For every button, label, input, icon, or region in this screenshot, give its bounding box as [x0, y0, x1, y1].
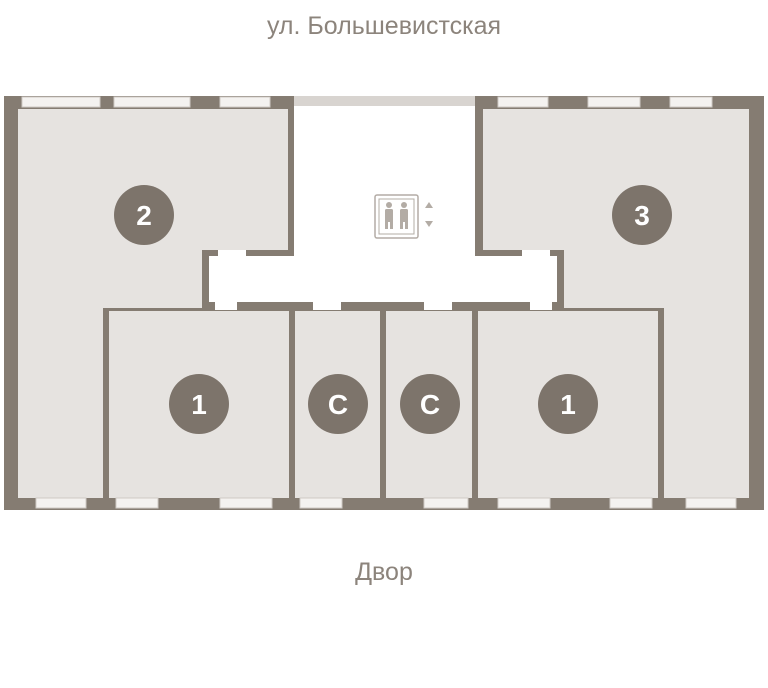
- yard-label: Двор: [355, 558, 413, 586]
- svg-text:1: 1: [560, 389, 576, 420]
- apartment-3[interactable]: [483, 109, 749, 498]
- door-upper-right: [522, 250, 550, 256]
- door-apartment-3: [530, 302, 552, 310]
- badge-studio-right: С: [400, 374, 460, 434]
- badge-apartment-3: 3: [612, 185, 672, 245]
- door-studio-right: [424, 302, 452, 310]
- door-upper-left: [218, 250, 246, 256]
- apartment-2[interactable]: [18, 109, 288, 498]
- svg-text:1: 1: [191, 389, 207, 420]
- windows-top: [21, 96, 713, 108]
- door-studio-left: [313, 302, 341, 310]
- badge-apartment-1-right: 1: [538, 374, 598, 434]
- windows-bottom: [35, 497, 737, 509]
- svg-text:С: С: [420, 389, 440, 420]
- svg-text:С: С: [328, 389, 348, 420]
- door-apartment-2: [215, 302, 237, 310]
- svg-text:2: 2: [136, 200, 152, 231]
- badge-apartment-1-left: 1: [169, 374, 229, 434]
- badge-studio-left: С: [308, 374, 368, 434]
- corridor-window: [294, 96, 475, 106]
- svg-text:3: 3: [634, 200, 650, 231]
- street-label: ул. Большевистская: [266, 12, 502, 40]
- elevator-icon: [374, 194, 433, 239]
- badge-apartment-2: 2: [114, 185, 174, 245]
